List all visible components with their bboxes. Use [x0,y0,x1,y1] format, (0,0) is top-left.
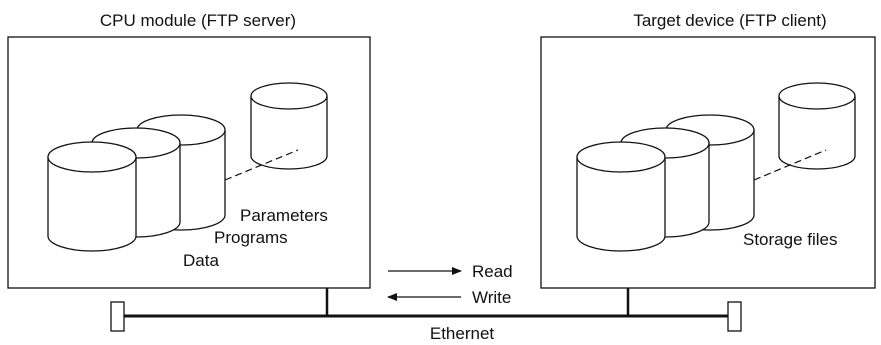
write-label: Write [472,288,511,307]
data-cylinder [47,141,137,252]
target-front-cylinder [576,141,666,252]
storage-files-cylinder [778,82,856,170]
target-dashed-connector [753,149,827,181]
cpu-cylinder-stack [47,114,226,252]
cpu-target-cylinder [250,82,328,170]
ethernet-label: Ethernet [430,324,495,343]
cpu-dashed-connector [224,149,299,181]
target-device-title: Target device (FTP client) [633,11,826,30]
parameters-label: Parameters [240,206,328,225]
read-label: Read [472,262,513,281]
right-terminator [727,301,742,332]
target-cylinder-stack [576,114,755,252]
left-terminator [110,301,125,332]
cpu-module-title: CPU module (FTP server) [100,11,296,30]
programs-label: Programs [214,228,288,247]
storage-files-label: Storage files [743,230,838,249]
data-label: Data [183,251,219,270]
